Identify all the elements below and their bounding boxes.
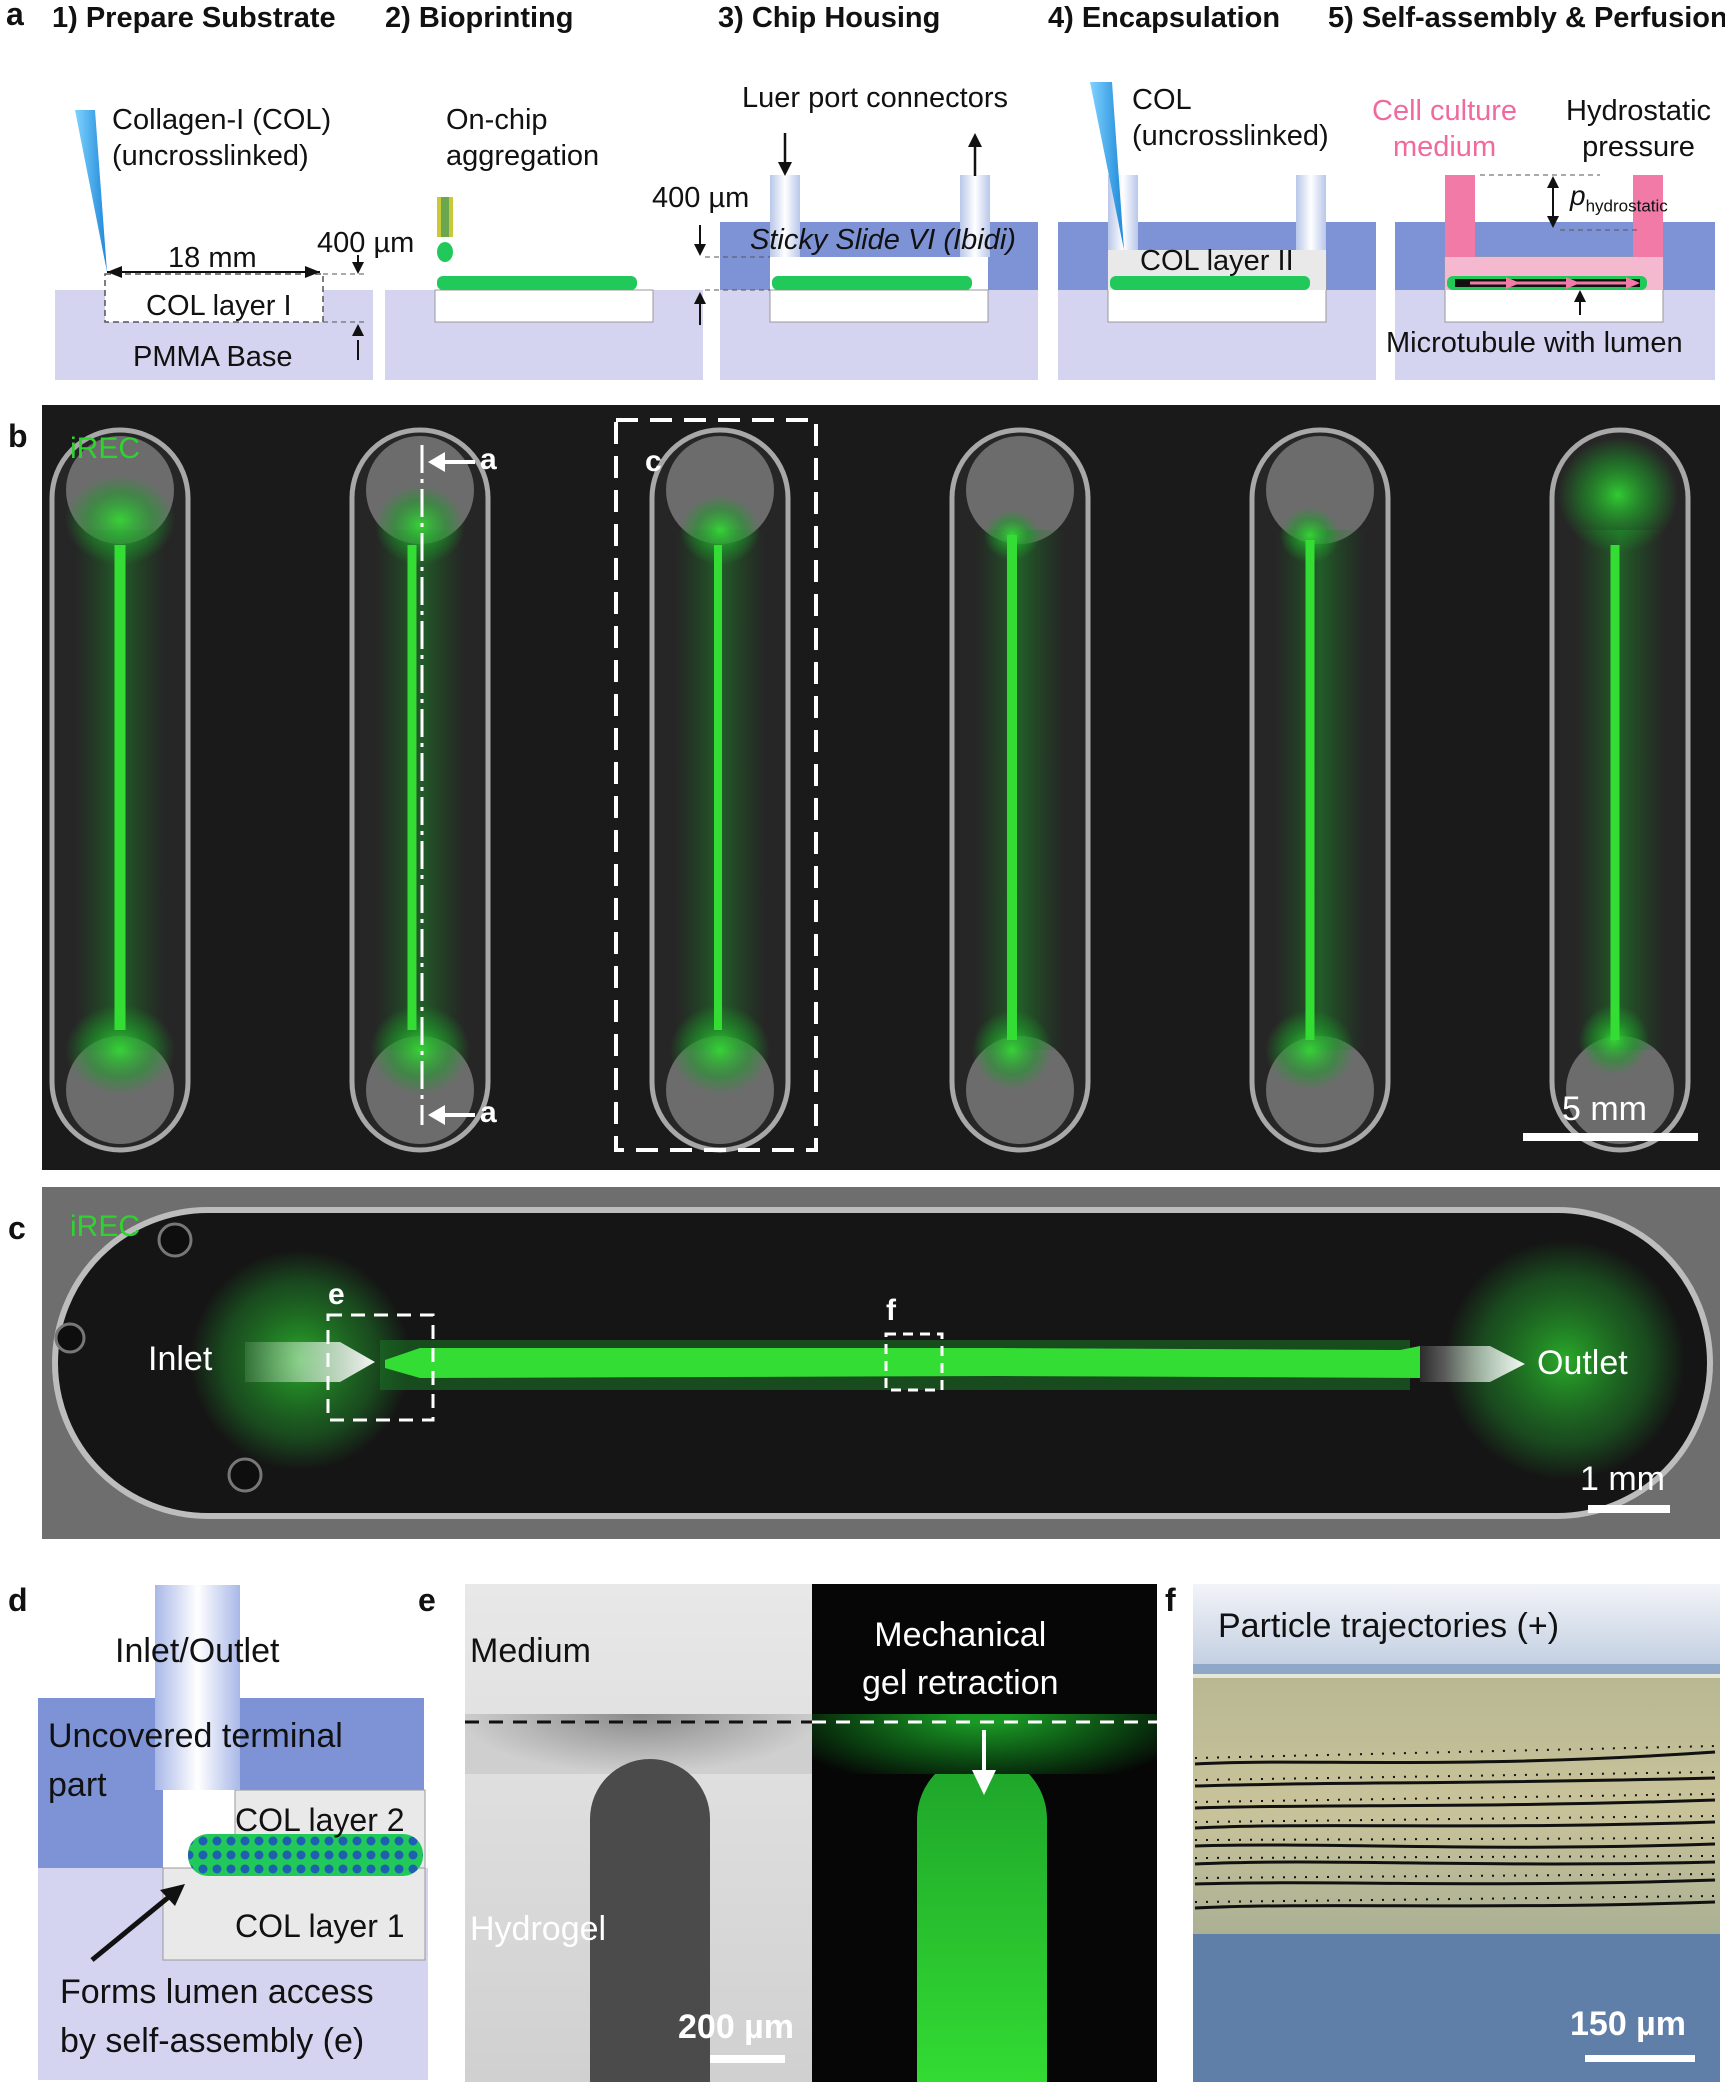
title-band bbox=[1193, 1584, 1720, 1664]
panel-e-label: e bbox=[418, 1582, 436, 1618]
panel-b-label: b bbox=[8, 418, 28, 454]
channel-2 bbox=[349, 427, 491, 1153]
fluor-stem bbox=[917, 1754, 1047, 2082]
panel-d-caption: Forms lumen access by self-assembly (e) bbox=[60, 1973, 374, 2061]
scale-label-e: 200 µm bbox=[678, 2008, 794, 2046]
panel-d-label: d bbox=[8, 1582, 28, 1618]
box-e-label: e bbox=[328, 1278, 345, 1311]
marker-c: c bbox=[645, 445, 662, 478]
col-layer-1-label: COL layer I bbox=[146, 290, 292, 322]
microtubule-label: Microtubule with lumen bbox=[1386, 327, 1683, 359]
step-4-schematic bbox=[1058, 82, 1376, 380]
marker-a-top: a bbox=[480, 443, 497, 476]
panel-e-brightfield bbox=[465, 1584, 812, 2082]
printed-cells bbox=[437, 276, 637, 290]
cell-culture-medium-label: Cell culture medium bbox=[1372, 95, 1518, 164]
medium-column-right bbox=[1633, 175, 1663, 257]
box-f-label: f bbox=[886, 1294, 896, 1327]
hydrostatic-pressure-label: Hydrostatic pressure bbox=[1566, 95, 1712, 164]
step-2-schematic bbox=[385, 197, 703, 380]
scale-bar-c bbox=[1588, 1505, 1670, 1513]
channel-5 bbox=[1249, 427, 1391, 1153]
droplet-icon bbox=[437, 242, 453, 262]
retraction-label: Mechanical gel retraction bbox=[862, 1616, 1059, 1702]
zoom-box-f bbox=[884, 1332, 944, 1392]
channel-4 bbox=[949, 427, 1091, 1153]
scale-label-b: 5 mm bbox=[1562, 1090, 1647, 1128]
pipette-tip-icon bbox=[75, 110, 107, 272]
panel-b-image bbox=[42, 405, 1720, 1170]
channel-1 bbox=[49, 427, 191, 1153]
luer-port-left bbox=[770, 175, 800, 257]
inlet-label: Inlet bbox=[148, 1340, 213, 1378]
hydrogel-stem bbox=[590, 1759, 710, 2082]
inlet-arrow-icon bbox=[245, 1342, 375, 1382]
width-label: 18 mm bbox=[168, 242, 257, 274]
col-uncrosslinked-label: COL (uncrosslinked) bbox=[1132, 84, 1329, 153]
panel-e-fluorescence bbox=[812, 1584, 1157, 2082]
scale-label-c: 1 mm bbox=[1580, 1460, 1665, 1498]
scale-label-f: 150 µm bbox=[1570, 2005, 1686, 2043]
step-3-title: 3) Chip Housing bbox=[718, 2, 941, 34]
channel-6 bbox=[1549, 427, 1691, 1153]
particle-trajectories-title: Particle trajectories (+) bbox=[1218, 1607, 1560, 1645]
cell-aggregate bbox=[188, 1834, 423, 1876]
zoom-box-e bbox=[326, 1313, 435, 1422]
col-layer-1 bbox=[104, 273, 324, 323]
panel-c-stain-label: iREC bbox=[70, 1210, 141, 1243]
thickness-label-1: 400 µm bbox=[317, 227, 415, 259]
pipette-tip-icon bbox=[1090, 82, 1124, 250]
col-layer-2-d-label: COL layer 2 bbox=[235, 1802, 405, 1838]
collagen-label: Collagen-I (COL) (uncrosslinked) bbox=[112, 104, 332, 173]
panel-a-label: a bbox=[6, 0, 24, 32]
col-layer-2-label: COL layer II bbox=[1140, 245, 1294, 277]
p-hydrostatic-label: phydrostatic bbox=[1570, 180, 1668, 216]
pmma-base-label: PMMA Base bbox=[133, 341, 293, 373]
marker-a-bottom: a bbox=[480, 1096, 497, 1129]
panel-c-label: c bbox=[8, 1210, 26, 1246]
sticky-slide-label: Sticky Slide VI (Ibidi) bbox=[750, 224, 1016, 256]
on-chip-aggregation-label: On-chip aggregation bbox=[446, 104, 600, 173]
scale-bar-b bbox=[1523, 1133, 1698, 1141]
panel-a-schematics bbox=[55, 82, 1715, 380]
panel-c-channel bbox=[52, 1207, 1713, 1519]
step-1-title: 1) Prepare Substrate bbox=[52, 2, 336, 34]
step-5-title: 5) Self-assembly & Perfusion bbox=[1328, 2, 1725, 34]
luer-connectors-label: Luer port connectors bbox=[742, 82, 1008, 114]
medium-label: Medium bbox=[470, 1632, 591, 1670]
fluor-top bbox=[812, 1714, 1157, 1774]
channel-region bbox=[1193, 1674, 1720, 1942]
outlet-arrow-icon bbox=[1420, 1346, 1525, 1382]
zoom-box-c bbox=[614, 418, 818, 1152]
step-1-schematic bbox=[55, 110, 373, 380]
step-2-title: 2) Bioprinting bbox=[385, 2, 574, 34]
inlet-outlet-label: Inlet/Outlet bbox=[115, 1632, 280, 1670]
panel-f-label: f bbox=[1165, 1582, 1176, 1618]
outlet-label: Outlet bbox=[1537, 1344, 1628, 1382]
col-layer-1-d-label: COL layer 1 bbox=[235, 1908, 405, 1944]
medium-column-left bbox=[1445, 175, 1475, 257]
channel-3 bbox=[614, 418, 818, 1153]
microtubule-c bbox=[385, 1346, 1420, 1378]
pointer-arrow-icon bbox=[160, 1884, 185, 1906]
panel-b-stain-label: iREC bbox=[70, 432, 141, 465]
step-3-schematic bbox=[694, 133, 1038, 380]
luer-port-right bbox=[960, 175, 990, 257]
panel-b-channels bbox=[49, 418, 1698, 1153]
uncovered-terminal-label: Uncovered terminal part bbox=[48, 1717, 343, 1805]
thickness-label-3: 400 µm bbox=[652, 182, 750, 214]
step-4-title: 4) Encapsulation bbox=[1048, 2, 1281, 34]
step-5-schematic bbox=[1395, 174, 1715, 380]
hydrogel-label: Hydrogel bbox=[470, 1910, 607, 1948]
